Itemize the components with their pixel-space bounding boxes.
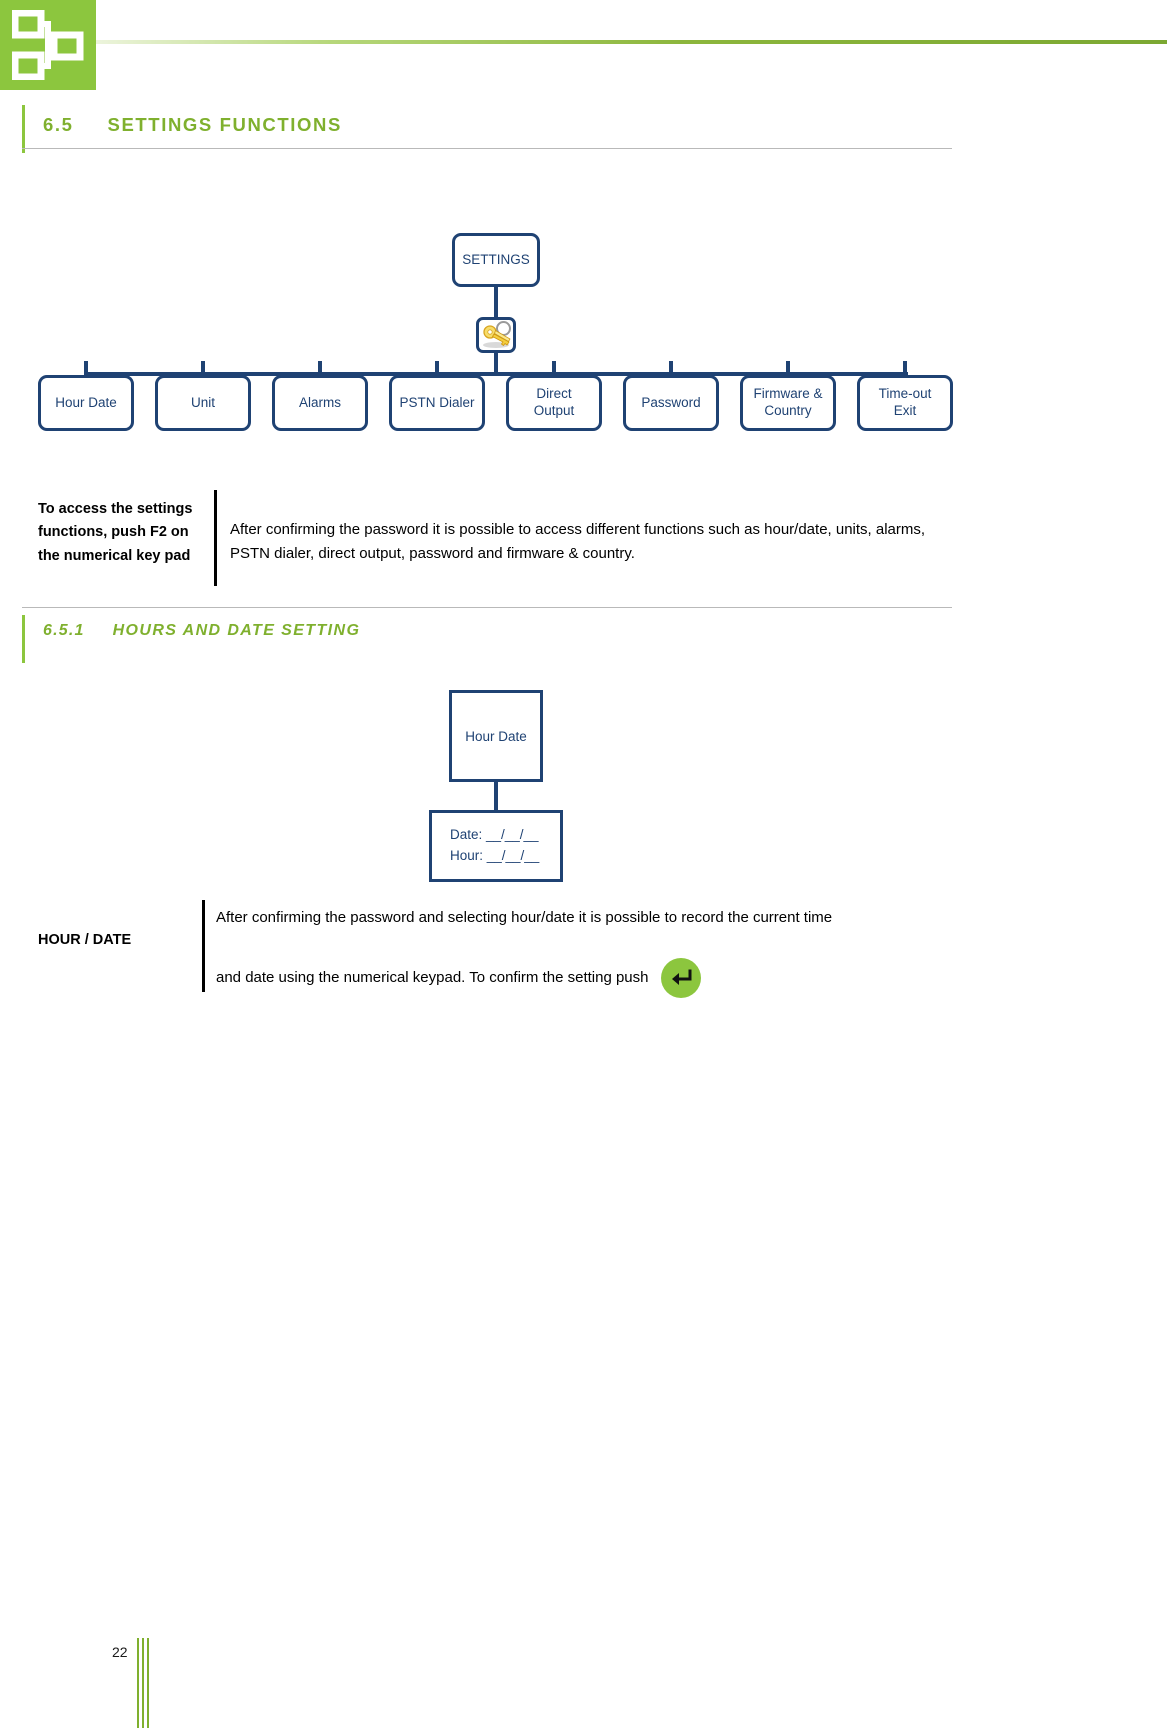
leaf-label-8: Time-out (878, 386, 932, 402)
subsection-number: 6.5.1 (43, 622, 85, 639)
hour-date-callout-body-line2-wrap: and date using the numerical keypad. To … (216, 958, 996, 998)
diagram-node-password[interactable]: Password (623, 375, 719, 431)
leaf-label-2: Unit (190, 394, 215, 410)
settings-callout-divider (214, 490, 217, 586)
connector-stem-6 (669, 361, 673, 375)
diagram-node-direct-output[interactable]: Direct Output (506, 375, 602, 431)
hour-date-diagram: Hour Date Date: __/__/__ Hour: __/__/__ (0, 680, 1167, 900)
enter-key-icon (660, 958, 701, 998)
connector-keys-to-bus (494, 353, 498, 375)
footer-accent-lines (137, 1638, 151, 1728)
hour-field-label: Hour: __/__/__ (450, 848, 540, 863)
leaf-label-8b: Exit (893, 403, 917, 418)
settings-callout-label: To access the settings functions, push F… (38, 501, 193, 564)
hour-date-callout-label: HOUR / DATE (38, 932, 132, 948)
header-rule (96, 40, 1167, 44)
leaf-label-5: Direct (536, 386, 572, 402)
settings-menu-diagram: SETTINGS Hour Date Unit Alarms PSTN Dial… (0, 215, 1167, 455)
hour-date-node-label: Hour Date (465, 728, 527, 744)
hour-date-callout-body-line1: After confirming the password and select… (216, 909, 833, 926)
hour-date-fields-node[interactable]: Date: __/__/__ Hour: __/__/__ (429, 810, 563, 882)
leaf-label-1: Hour Date (55, 394, 117, 410)
leaf-label-5b: Output (533, 403, 575, 418)
brand-logo (0, 0, 96, 90)
hour-date-callout-body-line2: and date using the numerical keypad. To … (216, 968, 649, 986)
diagram-node-firmware-country[interactable]: Firmware & Country (740, 375, 836, 431)
subsection-rule (22, 607, 952, 608)
connector-stem-1 (84, 361, 88, 375)
diagram-node-root-label: SETTINGS (462, 251, 530, 267)
connector-hour-date (494, 782, 498, 810)
diagram-node-pstn-dialer[interactable]: PSTN Dialer (389, 375, 485, 431)
keys-icon (483, 321, 511, 348)
hour-date-node[interactable]: Hour Date (449, 690, 543, 782)
leaf-label-6: Password (641, 394, 701, 410)
page-number: 22 (112, 1644, 128, 1660)
connector-stem-2 (201, 361, 205, 375)
page-footer: 22 (0, 1618, 1167, 1728)
diagram-node-unit[interactable]: Unit (155, 375, 251, 431)
section-heading: 6.5 SETTINGS FUNCTIONS (22, 105, 952, 153)
connector-stem-4 (435, 361, 439, 375)
network-hierarchy-icon (12, 10, 84, 80)
date-field-label: Date: __/__/__ (450, 827, 539, 843)
section-title: SETTINGS FUNCTIONS (107, 114, 342, 135)
diagram-node-hour-date[interactable]: Hour Date (38, 375, 134, 431)
diagram-node-keys (476, 317, 516, 353)
leaf-label-7b: Country (764, 403, 812, 418)
connector-horizontal-bus (84, 372, 908, 376)
connector-stem-3 (318, 361, 322, 375)
section-underline (22, 148, 952, 149)
connector-stem-8 (903, 361, 907, 375)
leaf-label-4: PSTN Dialer (399, 394, 475, 410)
diagram-node-timeout-exit[interactable]: Time-out Exit (857, 375, 953, 431)
subsection-heading: 6.5.1 HOURS AND DATE SETTING (22, 615, 952, 663)
leaf-label-3: Alarms (298, 394, 341, 410)
hour-date-callout-divider (202, 900, 205, 992)
diagram-node-alarms[interactable]: Alarms (272, 375, 368, 431)
connector-stem-7 (786, 361, 790, 375)
settings-callout-body: After confirming the password it is poss… (230, 521, 926, 563)
leaf-label-7: Firmware & (753, 386, 823, 402)
connector-root-to-keys (494, 287, 498, 317)
connector-stem-5 (552, 361, 556, 375)
subsection-title: HOURS AND DATE SETTING (112, 622, 361, 639)
diagram-node-root: SETTINGS (452, 233, 540, 287)
section-number: 6.5 (43, 114, 74, 135)
